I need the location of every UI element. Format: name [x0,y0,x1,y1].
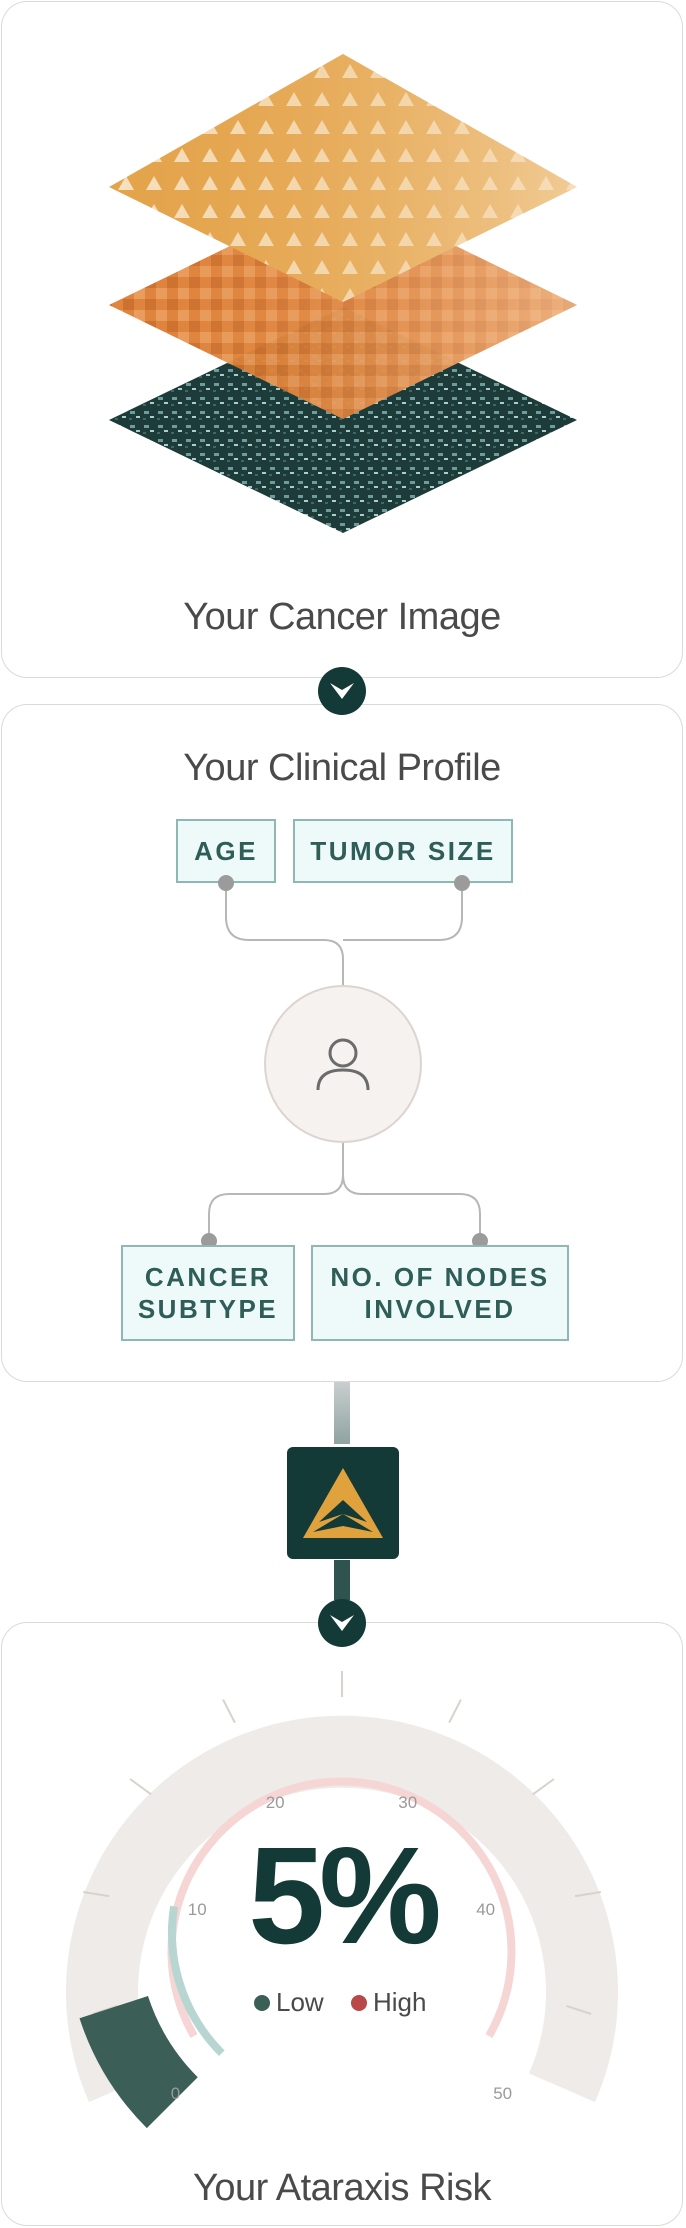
ataraxis-risk-card: 0 10 20 30 40 50 5% Low High Your Atarax… [1,1622,683,2226]
legend-high-label: High [373,1987,427,2017]
gauge-tick [532,1778,555,1796]
low-dot [254,1994,270,2011]
tumor-size-tag: TUMOR SIZE [293,819,513,883]
scale-label-20: 20 [265,1792,285,1812]
gauge-tick [222,1699,236,1724]
clinical-profile-card: Your Clinical Profile AGE TUMOR SIZE CAN… [1,704,683,1382]
connector-dot [454,875,470,891]
scale-label-40: 40 [476,1900,496,1920]
gauge-tick [83,1891,110,1898]
high-dot [351,1994,367,2011]
gauge-tick [448,1699,462,1724]
flow-stem [334,1560,350,1600]
layered-tissue-illustration [109,54,577,533]
cancer-subtype-tag: CANCER SUBTYPE [121,1245,295,1341]
gauge-tick [566,2004,592,2015]
age-tag: AGE [176,819,276,883]
ataraxis-logo [287,1447,399,1559]
ataraxis-risk-title: Your Ataraxis Risk [193,2167,491,2209]
risk-value-sector [79,1996,198,2129]
scale-label-50: 50 [493,2084,513,2104]
legend-high: High [351,1987,426,2018]
connector-dot [218,875,234,891]
cancer-image-title: Your Cancer Image [183,596,501,638]
nodes-involved-tag: NO. OF NODES INVOLVED [311,1245,569,1341]
chevron-down-icon [318,1599,366,1647]
legend-low-label: Low [276,1987,324,2017]
profile-connector-lines [208,885,481,1241]
risk-percentage: 5% [248,1819,441,1973]
scale-label-0: 0 [170,2084,181,2104]
chevron-down-icon [318,667,366,715]
gauge-tick [574,1891,601,1898]
flow-stem [334,1382,350,1444]
cancer-image-card: Your Cancer Image [1,1,683,678]
clinical-profile-title: Your Clinical Profile [183,747,501,789]
scale-label-10: 10 [187,1900,207,1920]
gauge-tick [129,1778,152,1796]
user-icon [316,1038,370,1091]
patient-avatar [264,985,422,1143]
risk-gauge [66,1671,618,2129]
scale-label-30: 30 [398,1792,418,1812]
ataraxis-logo-icon [303,1468,383,1538]
legend-low: Low [254,1987,324,2018]
